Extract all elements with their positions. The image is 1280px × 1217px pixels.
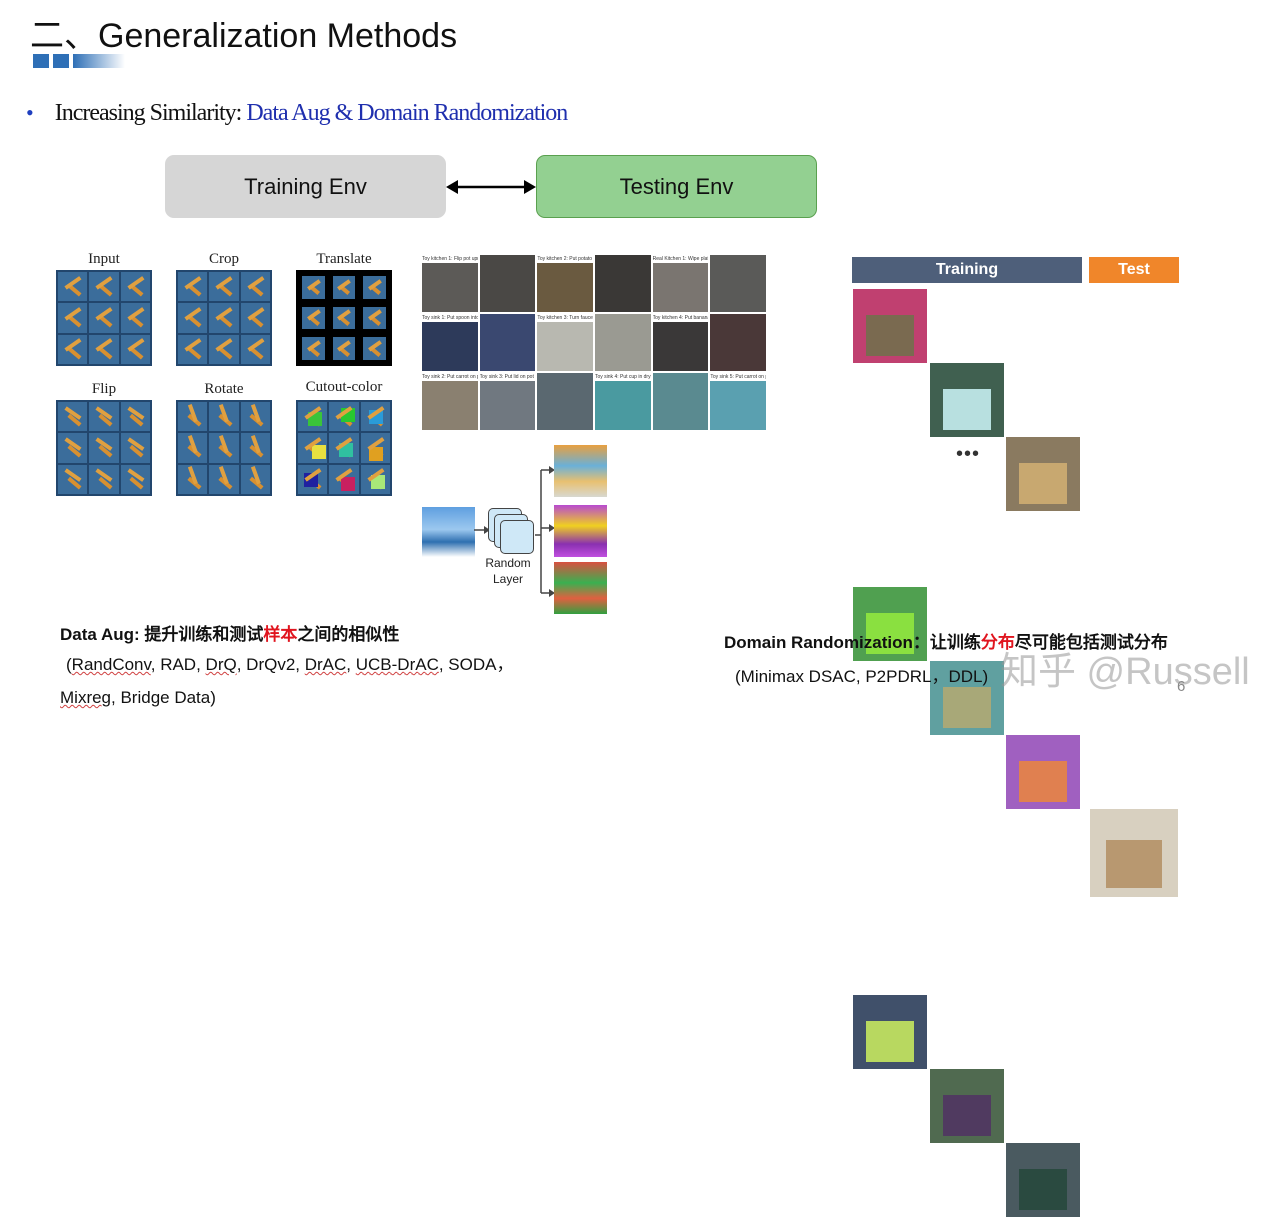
- task-image: [595, 314, 651, 371]
- aug-image-rotate: [176, 400, 272, 496]
- aug-image-flip: [56, 400, 152, 496]
- aug-image-translate: [296, 270, 392, 366]
- random-layer-box: [500, 520, 534, 554]
- testing-env-box: Testing Env: [536, 155, 817, 218]
- task-image: Toy sink 3: Put lid on pot: [479, 373, 536, 430]
- bullet-prefix: Increasing Similarity:: [54, 100, 247, 126]
- task-image: [479, 314, 536, 371]
- task-image: [710, 314, 766, 371]
- task-image: Toy kitchen 2: Put potato into pot: [537, 255, 593, 312]
- task-image: [652, 373, 709, 430]
- task-image: Toy sink 5: Put carrot on plate: [710, 373, 766, 430]
- dr-train-image: [1006, 1143, 1080, 1217]
- random-layer-output-3: [554, 562, 607, 614]
- dr-test-image: [1090, 809, 1178, 897]
- training-env-box: Training Env: [165, 155, 446, 218]
- task-image: Toy sink 4: Put cup in drying rack: [595, 373, 651, 430]
- aug-label-cutout-color: Cutout-color: [305, 379, 383, 395]
- task-image: Toy kitchen 4: Put banana in pot: [652, 314, 709, 371]
- aug-image-input: [56, 270, 152, 366]
- aug-label-translate: Translate: [316, 251, 372, 267]
- dr-train-image: [930, 363, 1004, 437]
- dr-train-image: [853, 587, 927, 661]
- aug-label-crop: Crop: [209, 251, 239, 267]
- task-image: [710, 255, 766, 312]
- task-image: [479, 255, 536, 312]
- domain-rand-list: (Minimax DSAC, P2PDRL，DDL): [735, 667, 989, 686]
- slide-title: 二、Generalization Methods: [30, 17, 458, 55]
- dr-train-image: [853, 995, 927, 1069]
- task-image: Toy sink 1: Put spoon into pan: [422, 314, 478, 371]
- dr-ellipsis: •••: [956, 443, 981, 465]
- aug-label-rotate: Rotate: [204, 381, 244, 397]
- task-image: Toy kitchen 3: Turn faucet to the right: [537, 314, 593, 371]
- bullet-highlight: Data Aug & Domain Randomization: [246, 100, 568, 126]
- title-decoration-bar: [33, 54, 125, 68]
- page-number: 6: [1177, 678, 1186, 695]
- double-arrow-icon: [446, 180, 536, 194]
- aug-image-cutout-color: [296, 400, 392, 496]
- dr-train-image: [1006, 437, 1080, 511]
- dr-train-image: [1006, 735, 1080, 809]
- dr-train-image: [853, 289, 927, 363]
- bullet-line: • Increasing Similarity: Data Aug & Domai…: [26, 100, 568, 127]
- dr-test-header: Test: [1089, 257, 1179, 283]
- aug-label-flip: Flip: [91, 381, 117, 397]
- arrow-right-icon: [474, 526, 490, 534]
- random-layer-output-2: [554, 505, 607, 557]
- data-aug-list-line2: Mixreg, Bridge Data): [60, 688, 216, 707]
- watermark: 知乎 @Russell: [1000, 651, 1250, 693]
- dr-training-header: Training: [852, 257, 1082, 283]
- task-image: [537, 373, 593, 430]
- dr-train-image: [930, 1069, 1004, 1143]
- data-aug-caption: Data Aug: 提升训练和测试样本之间的相似性: [60, 625, 400, 644]
- task-image: Real Kitchen 1: Wipe plate with sponge: [652, 255, 709, 312]
- task-image: Toy kitchen 1: Flip pot upright: [422, 255, 478, 312]
- robot-task-image-grid: Toy kitchen 1: Flip pot upright Toy kitc…: [422, 255, 766, 430]
- random-layer-output-1: [554, 445, 607, 497]
- task-image: [595, 255, 651, 312]
- random-layer-input-image: [422, 507, 475, 557]
- data-aug-list-line1: (RandConv, RAD, DrQ, DrQv2, DrAC, UCB-Dr…: [66, 655, 514, 674]
- branch-arrows-icon: [535, 466, 555, 597]
- domain-rand-caption: Domain Randomization：让训练分布尽可能包括测试分布: [724, 633, 1168, 652]
- aug-image-crop: [176, 270, 272, 366]
- bullet-dot-icon: •: [26, 100, 34, 125]
- task-image: Toy sink 2: Put carrot on plate: [422, 373, 478, 430]
- aug-label-input: Input: [88, 251, 120, 267]
